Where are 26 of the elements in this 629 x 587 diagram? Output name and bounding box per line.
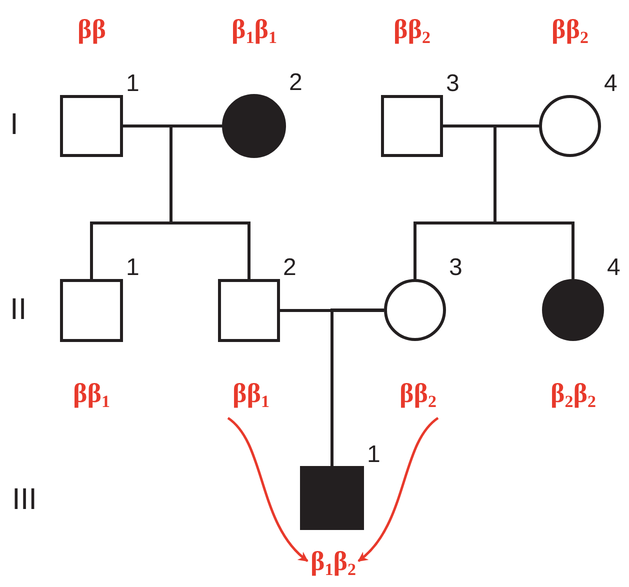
genotype-label: β$_{1}$β$_{1}$ xyxy=(232,14,277,44)
individual-number: 1 xyxy=(126,71,140,97)
individual-number: 2 xyxy=(283,255,296,281)
genotype-label: ββ$_{2}$ xyxy=(394,14,430,44)
genotype-label: ββ$_{2}$ xyxy=(400,378,436,408)
individual-number: 4 xyxy=(604,71,618,97)
pedigree-line xyxy=(170,124,250,279)
arrow xyxy=(227,417,308,562)
pedigree-line xyxy=(280,309,384,312)
pedigree-line xyxy=(330,308,384,466)
generation-numeral: II xyxy=(10,294,27,326)
individual-number: 4 xyxy=(607,255,620,281)
generation-numeral: III xyxy=(12,484,38,516)
individual-number: 1 xyxy=(367,442,380,468)
genotype-label: ββ$_{1}$ xyxy=(73,378,110,408)
individual-number: 2 xyxy=(289,70,302,96)
genotype-label: ββ$_{1}$ xyxy=(232,378,270,408)
generation-numeral: I xyxy=(10,109,18,141)
individual-number: 3 xyxy=(446,71,460,97)
genotype-label: β$_{2}$β$_{2}$ xyxy=(550,378,596,408)
individual-number: 1 xyxy=(126,255,140,281)
arrow xyxy=(358,417,439,562)
genotype-label: β$_{1}$β$_{2}$ xyxy=(310,546,356,576)
genotype-label: ββ xyxy=(78,14,106,44)
individual-number: 3 xyxy=(449,255,462,281)
genotype-label: ββ$_{2}$ xyxy=(552,14,588,44)
